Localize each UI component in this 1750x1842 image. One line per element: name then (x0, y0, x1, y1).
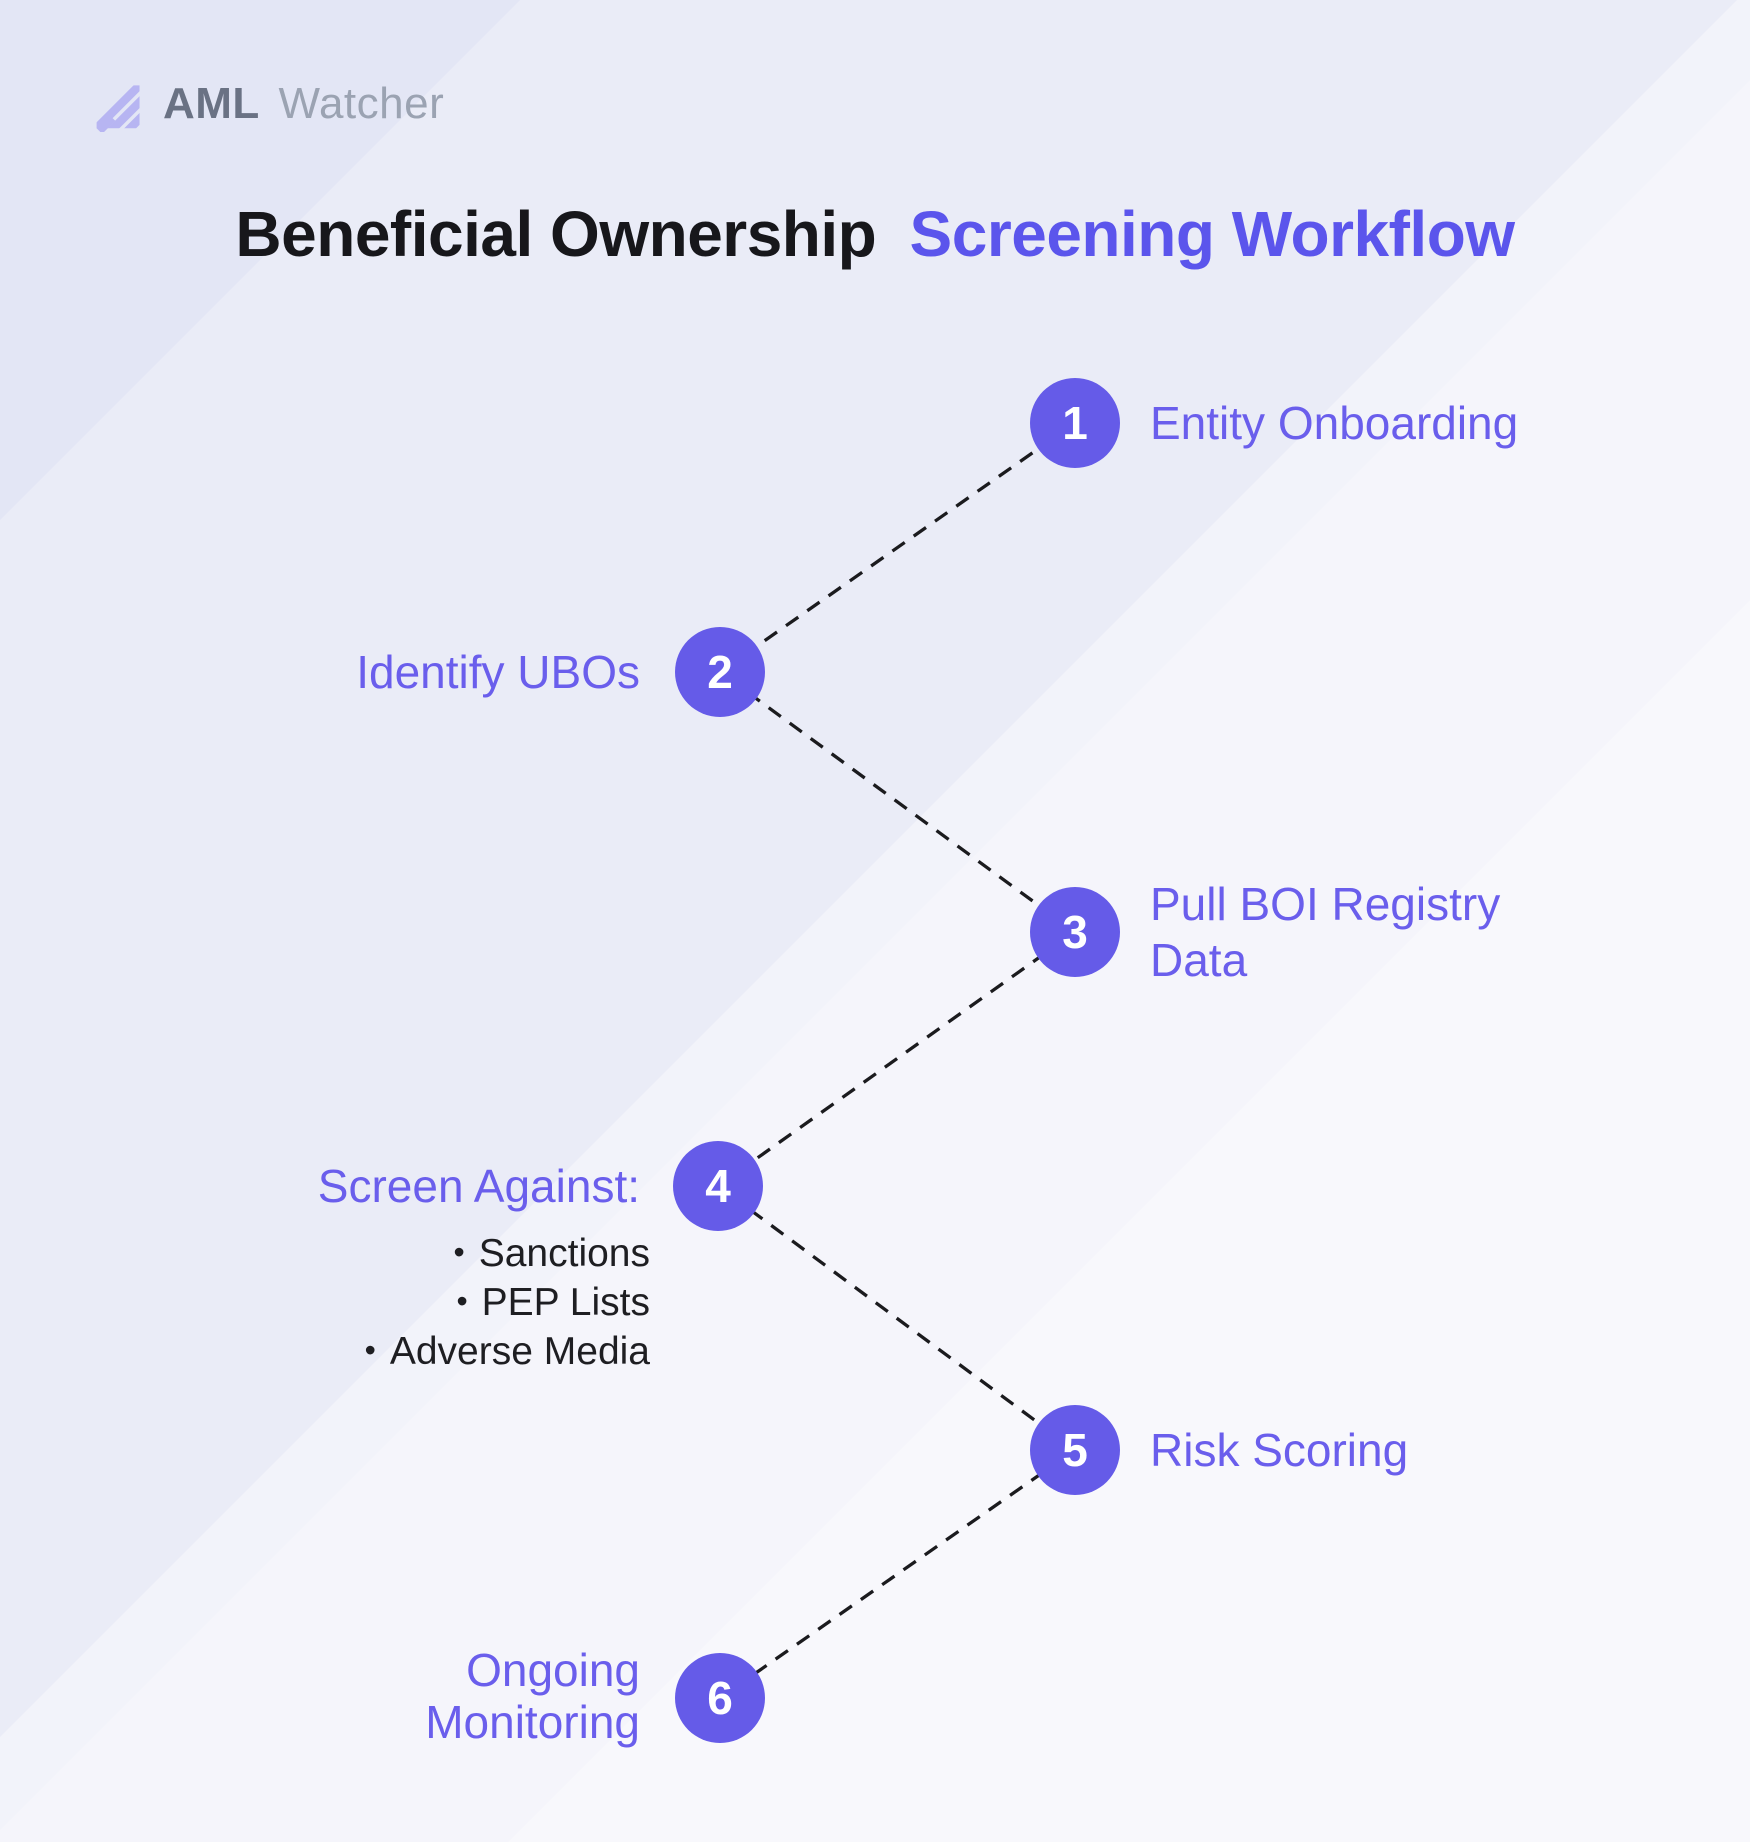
step-4-circle: 4 (673, 1141, 763, 1231)
bullet-icon: • (364, 1332, 376, 1368)
screening-list-item: •Adverse Media (364, 1330, 650, 1373)
screening-list-item: •PEP Lists (456, 1281, 650, 1324)
step-4-label: Screen Against: (317, 1160, 640, 1212)
step-6-label: Ongoing Monitoring (425, 1644, 640, 1748)
step-3-label: Pull BOI Registry Data (1150, 878, 1501, 986)
step-3-circle: 3 (1030, 887, 1120, 977)
step-5-number: 5 (1062, 1424, 1088, 1476)
step-1-number: 1 (1062, 397, 1088, 449)
step-6-circle: 6 (675, 1653, 765, 1743)
step-2-label: Identify UBOs (356, 646, 640, 698)
step-3-number: 3 (1062, 906, 1088, 958)
step-2-circle: 2 (675, 627, 765, 717)
brand-name-bold: AML (163, 79, 260, 128)
step-5-label: Risk Scoring (1150, 1424, 1409, 1476)
step-6-number: 6 (707, 1672, 733, 1724)
brand-logo: AML Watcher (91, 74, 444, 134)
step-1-circle: 1 (1030, 378, 1120, 468)
bullet-icon: • (453, 1234, 465, 1270)
brand-logo-icon (96, 85, 140, 132)
brand-name: AML Watcher (163, 74, 444, 134)
page-title: Beneficial Ownership Screening Workflow (0, 196, 1750, 272)
step-4-number: 4 (705, 1160, 731, 1212)
screening-list: •Sanctions •PEP Lists •Adverse Media (365, 1230, 650, 1377)
step-2-number: 2 (707, 646, 733, 698)
step-1-label: Entity Onboarding (1150, 397, 1519, 449)
page-title-accent-part: Screening Workflow (909, 198, 1516, 270)
screening-list-item: •Sanctions (453, 1232, 650, 1275)
brand-name-light: Watcher (278, 79, 445, 128)
page-title-dark-part: Beneficial Ownership (235, 198, 877, 270)
bullet-icon: • (456, 1283, 468, 1319)
step-5-circle: 5 (1030, 1405, 1120, 1495)
